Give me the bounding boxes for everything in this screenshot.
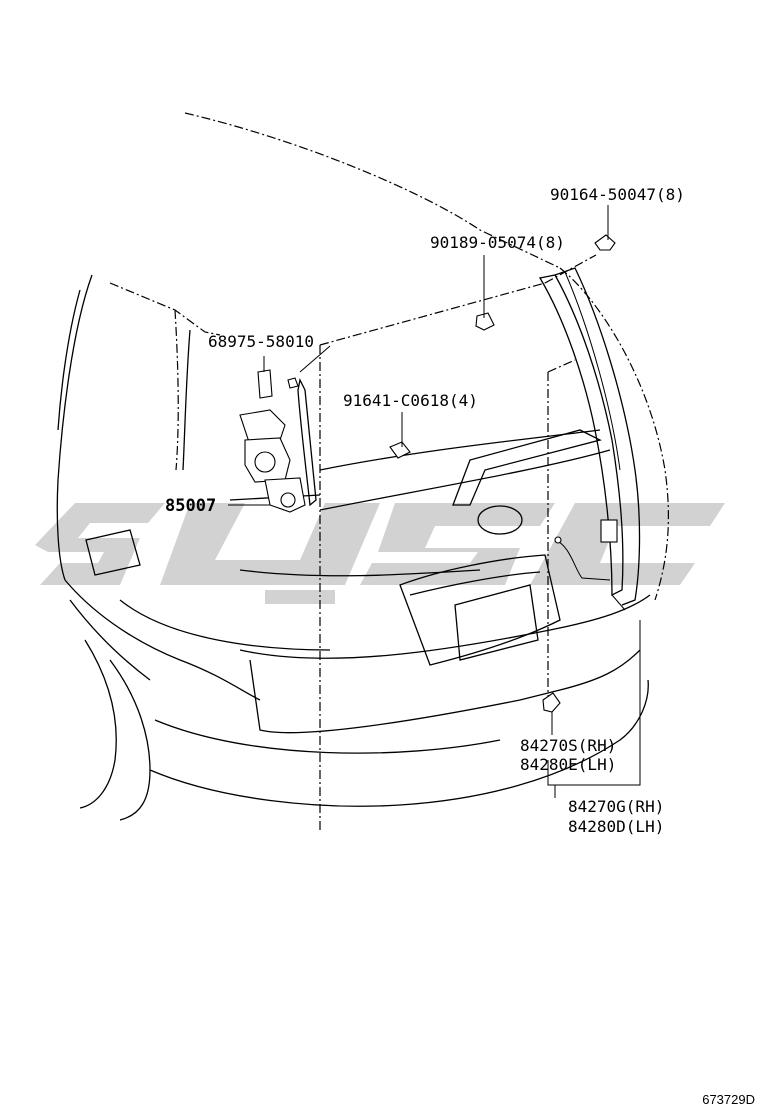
part-label-90164-50047: 90164-50047(8) [550,185,685,204]
vehicle-body [56,112,670,830]
leader-lines [228,205,641,798]
part-label-91641-c0618: 91641-C0618(4) [343,391,478,410]
reference-code: 673729D [702,1092,755,1107]
wiper-motor-assembly [239,369,317,513]
fasteners [389,234,616,713]
part-label-84270g: 84270G(RH) [568,797,664,816]
part-label-84270s: 84270S(RH) [520,736,616,755]
part-label-90189-05074: 90189-05074(8) [430,233,565,252]
back-door-parts [538,267,641,710]
watermark-logo [35,503,725,604]
part-labels: 90164-50047(8) 90189-05074(8) 68975-5801… [165,185,685,836]
part-label-84280e: 84280E(LH) [520,755,616,774]
part-label-84280d: 84280D(LH) [568,817,664,836]
part-label-85007: 85007 [165,496,216,516]
part-label-68975-58010: 68975-58010 [208,332,314,351]
